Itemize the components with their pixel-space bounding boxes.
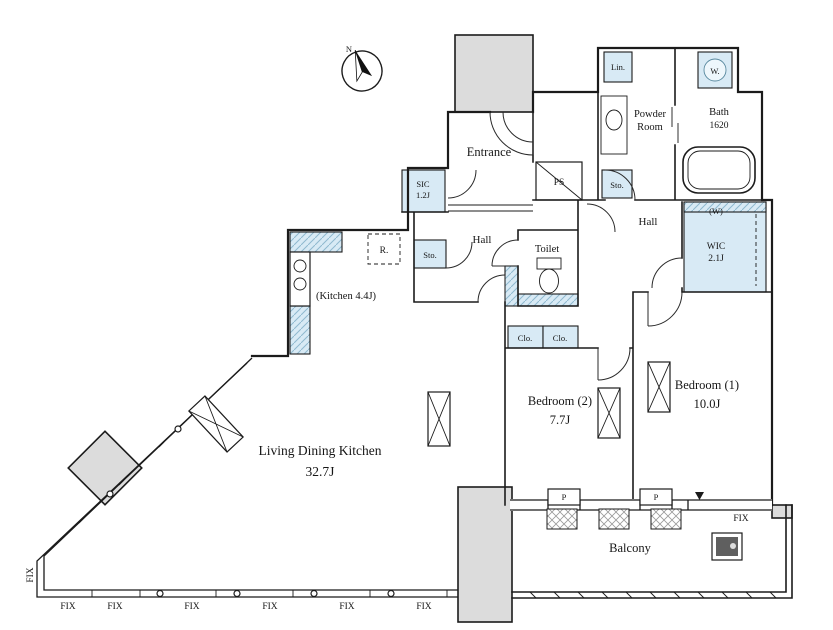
structural-blocks xyxy=(67,34,793,623)
pipe-strip xyxy=(504,265,519,307)
label-fix-bottom: FIX xyxy=(339,602,354,612)
structure-angled-pillar xyxy=(67,430,143,506)
curtain-wall xyxy=(36,357,458,598)
kitchen-cabinet-lower xyxy=(289,305,311,355)
bath-fixtures xyxy=(536,95,756,294)
compass-north-label: N xyxy=(346,44,352,54)
kitchen-stove-counter xyxy=(289,251,311,307)
label-fix-bottom: FIX xyxy=(416,602,431,612)
compass-needle-icon xyxy=(355,50,373,77)
label-sic-1: SIC xyxy=(416,179,430,189)
label-bedroom1-size: 10.0J xyxy=(694,397,721,411)
structure-pillar xyxy=(457,486,513,623)
mullion-post-icon xyxy=(310,589,318,598)
label-sic-2: 1.2J xyxy=(416,190,431,200)
label-powder-2: Room xyxy=(637,122,663,133)
label-bath: Bath xyxy=(709,107,730,118)
powder-sink-icon xyxy=(605,109,623,131)
label-bath-size: 1620 xyxy=(710,121,729,131)
mullion-post-icon xyxy=(233,589,241,598)
label-sto-powder: Sto. xyxy=(610,180,623,190)
ac-unit-pad xyxy=(546,508,578,530)
refrigerator-space xyxy=(367,233,401,265)
kitchen-fixtures xyxy=(289,233,401,307)
label-fix-bottom: FIX xyxy=(262,602,277,612)
bedroom-windows xyxy=(510,488,772,511)
mullion-post-icon xyxy=(156,589,164,598)
pipe-box-right xyxy=(639,488,673,506)
label-fix-bottom: FIX xyxy=(107,602,122,612)
label-wic-w: (W) xyxy=(709,206,723,216)
fitting-ldk-angled xyxy=(188,395,244,453)
fitting-bedroom1 xyxy=(647,361,671,413)
label-washer: W. xyxy=(710,66,719,76)
drain-icon xyxy=(730,543,736,549)
mullion-post-icon xyxy=(387,589,395,598)
label-fix-bottom: FIX xyxy=(184,602,199,612)
label-balcony: Balcony xyxy=(609,541,651,555)
washer-drum-icon xyxy=(703,58,727,82)
label-fix-bottom: FIX xyxy=(60,602,75,612)
label-fix-left-vertical: FIX xyxy=(26,567,36,582)
fitting-bedroom2 xyxy=(597,387,621,439)
sic-closet xyxy=(401,169,446,213)
balcony-structure xyxy=(511,504,793,599)
label-kitchen: (Kitchen 4.4J) xyxy=(316,291,377,302)
label-ps: PS xyxy=(554,178,565,188)
label-clo-left: Clo. xyxy=(518,333,532,343)
label-p-right: P xyxy=(654,492,659,502)
label-fix-right: FIX xyxy=(733,514,748,524)
structure-top-block xyxy=(454,34,534,113)
structure-corner-block xyxy=(771,504,793,519)
exterior-walls xyxy=(250,46,774,507)
mullion-post-icon xyxy=(174,425,182,433)
label-entrance: Entrance xyxy=(467,145,512,159)
label-bedroom2-size: 7.7J xyxy=(550,413,571,427)
door-swings xyxy=(445,111,683,381)
label-fridge: R. xyxy=(380,246,389,256)
label-hall-left: Hall xyxy=(473,234,492,246)
label-wic-1: WIC xyxy=(707,242,725,252)
slop-sink-basin xyxy=(716,537,738,556)
fix-labels: FIX FIX FIX FIX FIX FIX FIX FIX xyxy=(26,514,749,612)
label-ldk-size: 32.7J xyxy=(306,464,335,479)
toilet-tank xyxy=(536,257,562,270)
room-labels: Entrance PS Sto. Sto. Lin. W. Powder Roo… xyxy=(259,62,740,555)
bathtub-inner xyxy=(687,150,751,190)
compass-needle-white-icon xyxy=(354,49,363,83)
label-bedroom1: Bedroom (1) xyxy=(675,378,739,392)
label-powder-1: Powder xyxy=(634,109,667,120)
fitting-ldk xyxy=(427,391,451,447)
ac-unit-pad xyxy=(598,508,630,530)
linen-closet xyxy=(603,51,633,83)
bathtub xyxy=(682,146,756,194)
label-sto-hall: Sto. xyxy=(423,250,436,260)
storage-powder xyxy=(601,169,633,199)
kitchen-counter-top xyxy=(289,231,343,253)
compass: N xyxy=(341,44,383,92)
window-marker-icon xyxy=(695,492,704,500)
powder-vanity xyxy=(600,95,628,155)
wic-top-band xyxy=(683,201,767,213)
toilet-counter xyxy=(517,293,579,307)
ps-diagonal xyxy=(535,161,583,201)
label-lin: Lin. xyxy=(611,62,625,72)
storage-hall xyxy=(413,239,447,269)
label-bedroom2: Bedroom (2) xyxy=(528,394,592,408)
stove-burner-icon xyxy=(293,277,307,291)
fitting-symbols xyxy=(188,361,671,453)
label-toilet: Toilet xyxy=(535,244,559,255)
label-ldk: Living Dining Kitchen xyxy=(259,443,382,458)
stove-burner-icon xyxy=(293,259,307,273)
label-clo-right: Clo. xyxy=(553,333,567,343)
label-wic-2: 2.1J xyxy=(708,254,724,264)
mullion-post-icon xyxy=(106,490,114,498)
label-hall-right: Hall xyxy=(639,216,658,228)
label-p-left: P xyxy=(562,492,567,502)
pipe-box-left xyxy=(547,488,581,506)
closets-and-storage xyxy=(289,51,767,355)
ac-unit-pad xyxy=(650,508,682,530)
toilet-bowl-icon xyxy=(539,268,559,294)
